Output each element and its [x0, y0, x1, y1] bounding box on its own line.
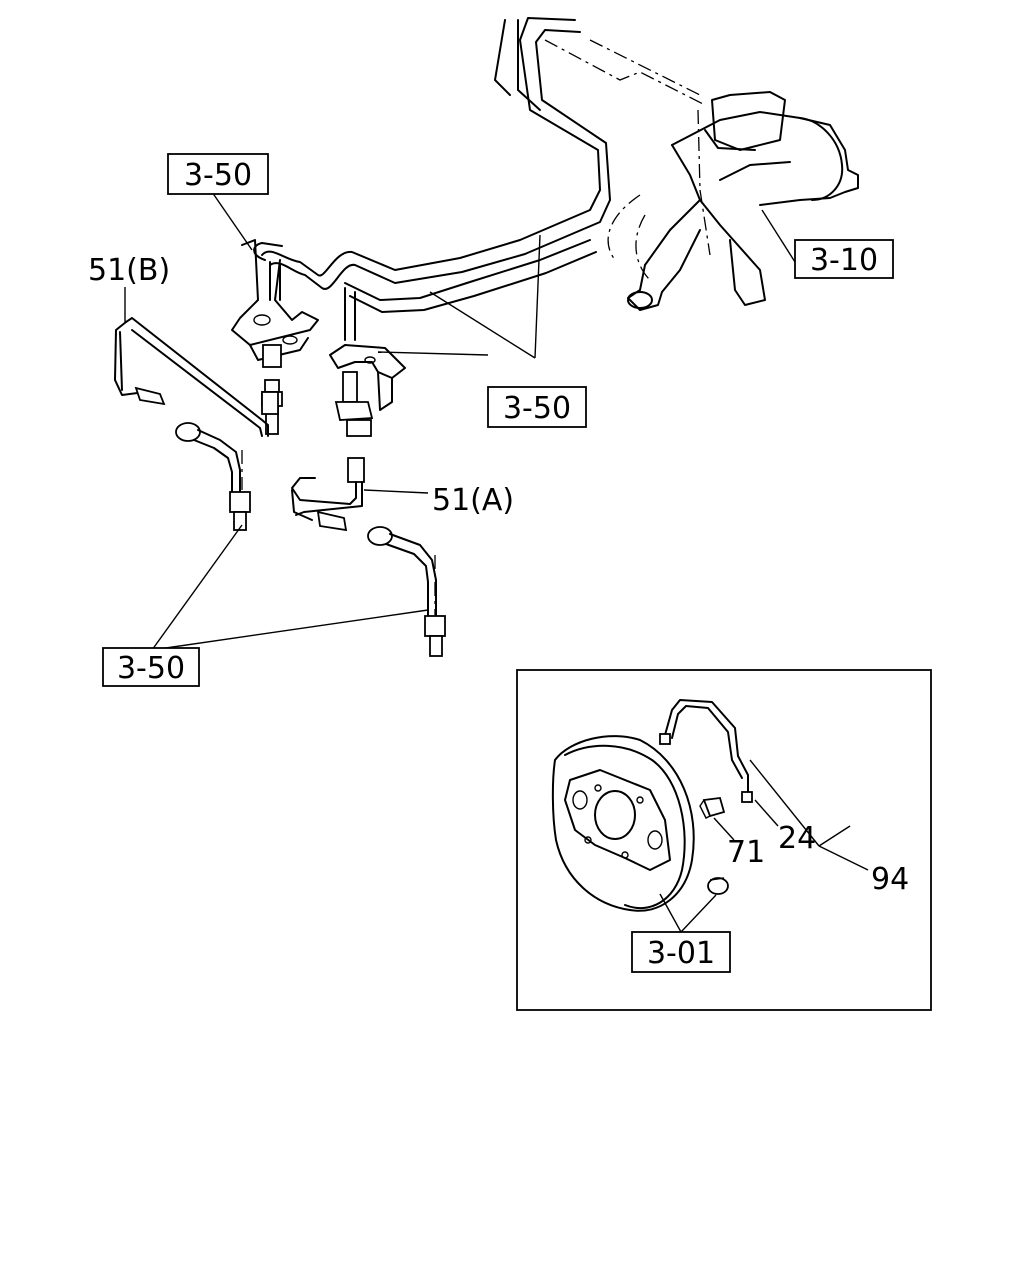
callout-ref-lower[interactable]: 3-50 — [102, 647, 200, 687]
pipe-51b — [114, 317, 279, 437]
part-51b-label: 51(B) — [88, 253, 170, 288]
callout-ref-backplate[interactable]: 3-01 — [631, 931, 731, 973]
callout-ref-master-text: 3-10 — [810, 243, 878, 278]
callout-ref-right-text: 3-50 — [503, 391, 571, 426]
backing-plate — [551, 735, 695, 912]
callout-ref-upper-text: 3-50 — [184, 158, 252, 193]
callout-ref-upper[interactable]: 3-50 — [167, 153, 269, 195]
inset-brake-pipe — [659, 699, 753, 803]
pipe-51a — [291, 457, 365, 532]
callout-ref-master[interactable]: 3-10 — [794, 239, 894, 279]
plug-backplate — [707, 877, 729, 895]
flex-hose-left — [175, 422, 251, 531]
bracket-middle — [329, 344, 406, 437]
callout-ref-right[interactable]: 3-50 — [487, 386, 587, 428]
brake-pipe-harness — [253, 17, 611, 341]
callout-ref-backplate-text: 3-01 — [647, 936, 715, 971]
part-94-label: 94 — [871, 862, 909, 897]
part-51a-label: 51(A) — [432, 483, 514, 518]
part-24-label: 24 — [778, 821, 816, 856]
callout-ref-lower-text: 3-50 — [117, 651, 185, 686]
leader-lines — [124, 191, 869, 933]
master-cylinder-assembly — [607, 91, 859, 311]
part-71-label: 71 — [727, 835, 765, 870]
bleeder-71 — [699, 797, 726, 819]
flex-hose-right — [367, 526, 446, 657]
